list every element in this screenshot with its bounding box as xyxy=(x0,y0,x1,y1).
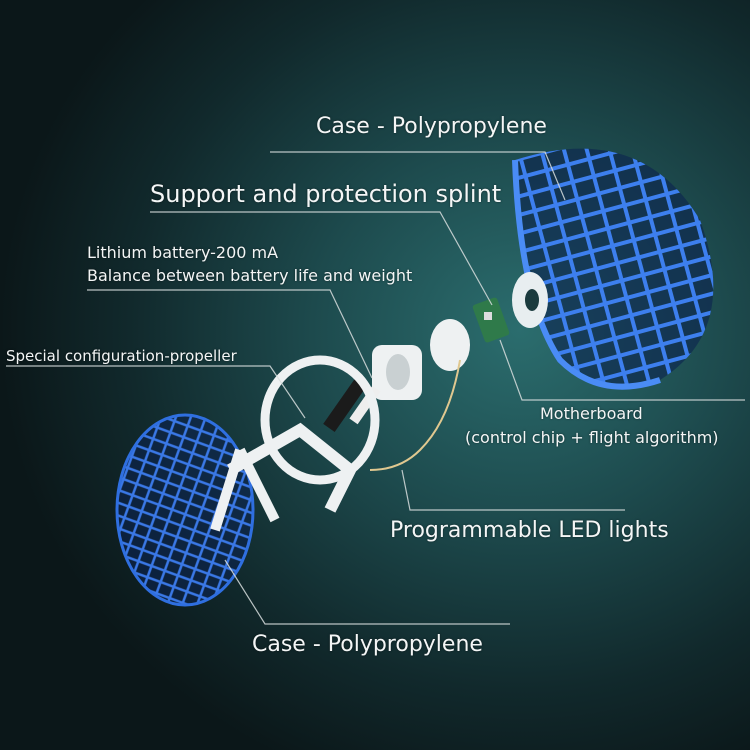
label-led: Programmable LED lights xyxy=(390,518,669,543)
label-motherboard-line1: Motherboard xyxy=(540,404,643,423)
motherboard xyxy=(472,297,510,343)
led-wire xyxy=(369,359,461,471)
label-battery-line2: Balance between battery life and weight xyxy=(87,266,413,285)
label-case-bottom: Case - Polypropylene xyxy=(252,632,483,657)
leader-lines xyxy=(6,151,745,625)
bottom-case-shell xyxy=(115,413,255,607)
top-case-shell xyxy=(512,148,714,390)
label-splint: Support and protection splint xyxy=(150,180,502,208)
propeller-frame xyxy=(210,355,380,532)
label-battery-line1: Lithium battery-200 mA xyxy=(87,243,279,262)
label-case-top: Case - Polypropylene xyxy=(316,114,547,139)
support-splint xyxy=(512,272,548,328)
label-propeller: Special configuration-propeller xyxy=(6,347,237,365)
label-motherboard-line2: (control chip + flight algorithm) xyxy=(465,428,719,447)
motor-assembly xyxy=(372,319,470,400)
